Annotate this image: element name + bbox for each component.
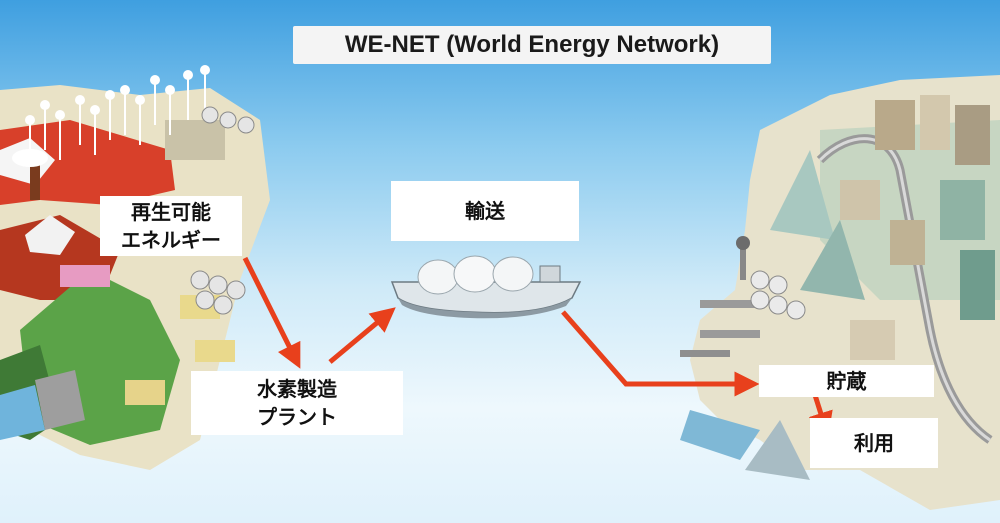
production-island (0, 85, 270, 470)
storage-text: 貯蔵 (826, 369, 867, 393)
usage-text: 利用 (854, 431, 894, 455)
renewable-energy-label: 再生可能 エネルギー (100, 196, 242, 256)
transport-label: 輸送 (391, 181, 579, 241)
usage-label: 利用 (810, 418, 938, 468)
city-island (680, 75, 1000, 510)
renewable-line2: エネルギー (121, 228, 221, 252)
turbine-rotors (25, 65, 210, 125)
diagram-title: WE-NET (World Energy Network) (293, 26, 771, 64)
transport-text: 輸送 (465, 199, 505, 223)
storage-tank-icon (190, 106, 255, 315)
hydrogen-plant-line1: 水素製造 (257, 377, 337, 401)
lng-ship-icon (390, 255, 582, 319)
hydrogen-plant-label: 水素製造 プラント (191, 371, 403, 435)
hydrogen-plant-line2: プラント (257, 405, 337, 429)
wind-turbine-icon (29, 70, 206, 165)
flow-arrows (242, 256, 833, 438)
storage-label: 貯蔵 (759, 365, 934, 397)
city-storage-tank-icon (750, 270, 806, 320)
arrow-renewable-to-plant (242, 256, 301, 369)
arrow-transport-to-storage (561, 310, 760, 397)
arrow-plant-to-transport (328, 307, 396, 364)
renewable-line1: 再生可能 (131, 200, 211, 224)
factory-icon (12, 149, 48, 200)
